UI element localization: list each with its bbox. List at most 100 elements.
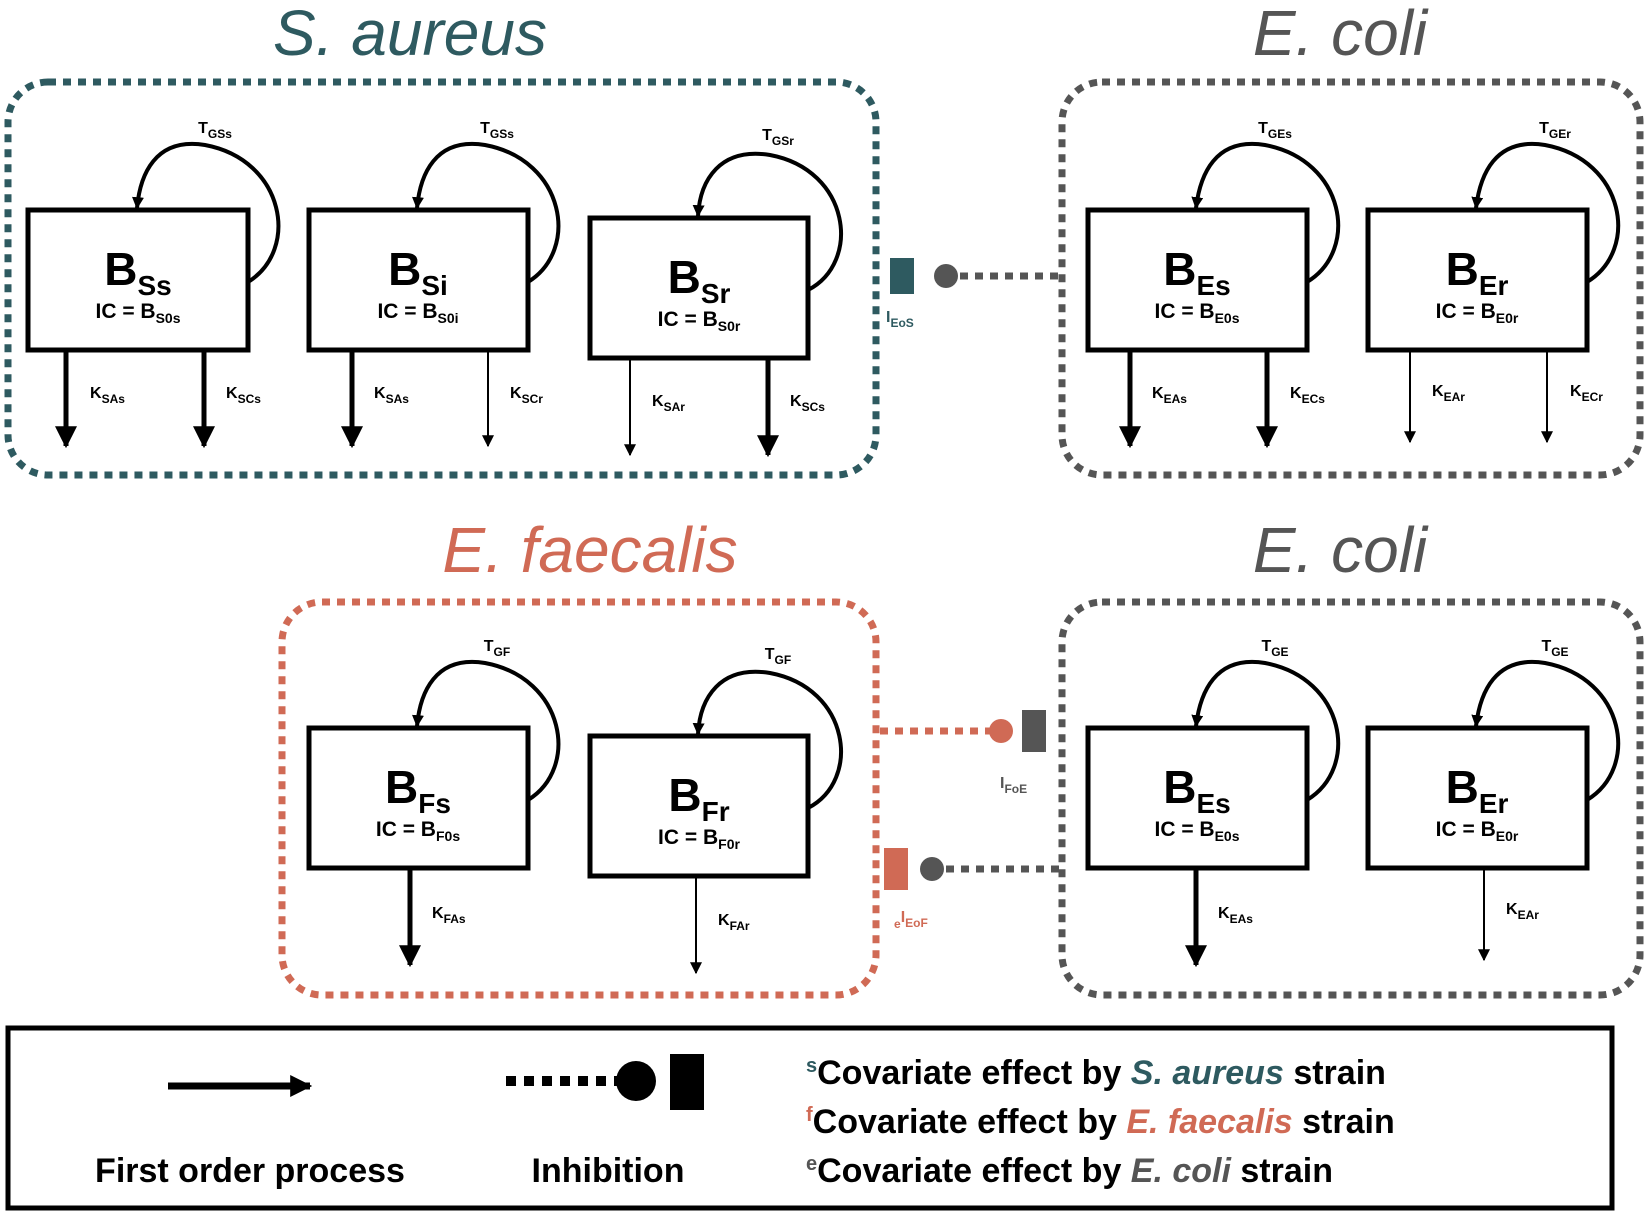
svg-text:KSAr: KSAr [652, 393, 685, 414]
inhibition-label: I [901, 909, 905, 926]
svg-text:TGE: TGE [1261, 638, 1288, 659]
rate-es-top-a-sub: EAs [1164, 392, 1188, 406]
box-b-fs-ic-sub: F0s [436, 828, 460, 844]
box-b-er-top-name: B [1446, 243, 1479, 295]
title-e-faecalis: E. faecalis [442, 514, 737, 586]
legend-frame [5, 1025, 1615, 1211]
svg-text:BEs: BEs [1163, 761, 1230, 819]
inhibition-sub: EoS [890, 316, 913, 330]
box-b-er-bottom-ic: IC = B [1436, 818, 1496, 841]
box-b-er-top [1365, 207, 1590, 353]
svg-text:TGSs: TGSs [480, 120, 514, 141]
box-b-er-top-ic-sub: E0r [1496, 310, 1519, 326]
rate-er-top-c-sub: ECr [1582, 390, 1604, 404]
rate-ss-a: K [90, 385, 102, 402]
inhibition-e-on-f: eIEoF [884, 848, 1062, 931]
title-e-coli-top: E. coli [1253, 0, 1429, 69]
legend-inhibition-label: Inhibition [532, 1152, 685, 1190]
legend-cov-e-sup: e [806, 1153, 817, 1175]
compartment-b-es-top: TGEs BEs IC = BE0s KEAs KECs [1085, 120, 1341, 449]
legend-cov-f-suffix: strain [1293, 1103, 1395, 1141]
svg-text:sCovariate effect by S. aureus: sCovariate effect by S. aureus strain [806, 1054, 1386, 1092]
rate-es-top-c-sub: ECs [1302, 392, 1326, 406]
box-b-er-top-sub: Er [1479, 270, 1509, 301]
growth-loop-b-fr [692, 669, 843, 810]
legend-cov-f-species: E. faecalis [1126, 1103, 1292, 1141]
box-b-fr-name: B [668, 769, 701, 821]
growth-loop-b-er-bottom [1471, 659, 1621, 802]
rate-sr-a-sub: SAr [664, 400, 686, 414]
legend-cov-s-text: Covariate effect by [817, 1054, 1131, 1092]
rate-er-top-c: K [1570, 383, 1582, 400]
box-b-si-sub: Si [421, 270, 447, 301]
rate-ss-a-sub: SAs [102, 392, 126, 406]
inhibition-label: I [1000, 775, 1004, 792]
box-b-si-ic: IC = B [377, 300, 437, 323]
growth-rate-sub: GEr [1549, 127, 1571, 141]
svg-text:TGSr: TGSr [762, 127, 794, 148]
box-b-sr [587, 215, 811, 361]
legend-first-order-label: First order process [95, 1152, 405, 1190]
box-b-er-bottom [1365, 725, 1590, 871]
box-b-es-bottom-ic-sub: E0s [1215, 828, 1240, 844]
growth-rate-sub: GEs [1268, 127, 1292, 141]
svg-text:KEAr: KEAr [1506, 901, 1539, 922]
rate-er-top-a: K [1432, 383, 1444, 400]
svg-text:KEAs: KEAs [1218, 905, 1253, 926]
rate-er-bottom-a-sub: EAr [1518, 908, 1540, 922]
compartment-b-es-bottom: TGE BEs IC = BE0s KEAs [1085, 638, 1341, 968]
box-b-es-bottom [1085, 725, 1310, 871]
group-e-coli-bottom-frame [1058, 598, 1644, 999]
box-b-fr [587, 733, 811, 879]
svg-text:IC = BE0r: IC = BE0r [1436, 818, 1519, 844]
svg-text:IC = BF0r: IC = BF0r [658, 826, 740, 852]
svg-text:IC = BE0r: IC = BE0r [1436, 300, 1519, 326]
svg-text:KSCs: KSCs [226, 385, 261, 406]
inhibition-dot [920, 857, 944, 881]
growth-loop-b-es-bottom [1191, 659, 1341, 802]
svg-text:IC = BS0r: IC = BS0r [658, 308, 741, 334]
box-b-ss-ic: IC = B [95, 300, 155, 323]
box-b-sr-ic-sub: S0r [718, 318, 741, 334]
box-b-si-name: B [388, 243, 421, 295]
growth-rate-label: T [1258, 120, 1268, 137]
svg-text:TGEs: TGEs [1258, 120, 1292, 141]
legend-cov-s-suffix: strain [1284, 1054, 1386, 1092]
compartment-b-er-top: TGEr BEr IC = BE0r KEAr KECr [1365, 120, 1621, 444]
growth-rate-label: T [762, 127, 772, 144]
svg-text:eIEoF: eIEoF [894, 909, 928, 931]
box-b-fs-sub: Fs [418, 788, 451, 819]
growth-loop-b-sr [692, 151, 843, 292]
box-b-es-top-sub: Es [1196, 270, 1230, 301]
rate-si-c-sub: SCr [522, 392, 544, 406]
svg-text:TGSs: TGSs [198, 120, 232, 141]
group-e-faecalis-frame [278, 598, 880, 999]
svg-text:TGF: TGF [484, 638, 510, 659]
box-b-fs-ic: IC = B [376, 818, 436, 841]
svg-text:IC = BF0s: IC = BF0s [376, 818, 460, 844]
rate-ss-c: K [226, 385, 238, 402]
growth-loop-b-fs [412, 659, 561, 802]
svg-text:IC = BE0s: IC = BE0s [1154, 300, 1239, 326]
box-b-es-top-name: B [1163, 243, 1196, 295]
compartment-b-sr: TGSr BSr IC = BS0r KSAr KSCs [587, 127, 843, 458]
box-b-si-ic-sub: S0i [438, 310, 459, 326]
growth-rate-sub: GE [1551, 645, 1568, 659]
svg-text:KEAr: KEAr [1432, 383, 1465, 404]
svg-text:KSAs: KSAs [90, 385, 125, 406]
box-b-er-bottom-sub: Er [1479, 788, 1509, 819]
rate-er-bottom-a: K [1506, 901, 1518, 918]
compartment-b-fr: TGF BFr IC = BF0r KFAr [587, 646, 843, 975]
box-b-fs-name: B [385, 761, 418, 813]
inhibition-e-on-s: IEoS [886, 258, 1062, 330]
svg-text:KSAs: KSAs [374, 385, 409, 406]
rate-sr-a: K [652, 393, 664, 410]
svg-text:BEr: BEr [1446, 761, 1509, 819]
legend-cov-e-suffix: strain [1231, 1152, 1333, 1190]
inhibition-sub: FoE [1004, 782, 1027, 796]
box-b-er-top-ic: IC = B [1436, 300, 1496, 323]
svg-text:BSs: BSs [104, 243, 171, 301]
growth-rate-label: T [1541, 638, 1551, 655]
inhibition-f-on-e: IFoE [880, 710, 1046, 796]
